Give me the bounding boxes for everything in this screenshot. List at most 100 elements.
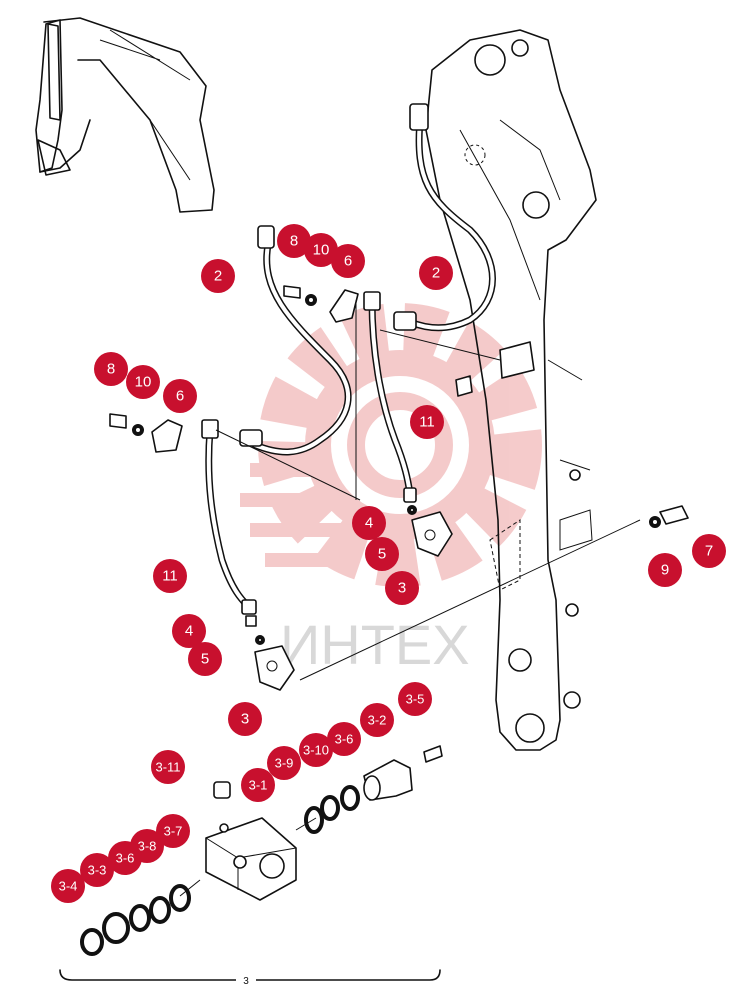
callout-label: 8 <box>107 361 115 378</box>
callout-11: 11 <box>153 559 187 593</box>
block-right <box>407 505 453 557</box>
callout-marker <box>163 379 197 413</box>
callout-marker <box>80 853 114 887</box>
callout-marker <box>126 365 160 399</box>
callout-label: 4 <box>365 515 373 532</box>
callout-5: 5 <box>188 642 222 676</box>
callout-3-9: 3-9 <box>267 746 301 780</box>
callout-marker <box>156 814 190 848</box>
callout-4: 4 <box>172 614 206 648</box>
callout-marker <box>648 553 682 587</box>
pipe-right <box>363 291 417 503</box>
callout-label: 3-1 <box>249 778 268 793</box>
callout-marker <box>385 571 419 605</box>
callout-marker <box>277 224 311 258</box>
callout-10: 10 <box>304 233 338 267</box>
callout-label: 2 <box>432 265 440 282</box>
callout-label: 10 <box>313 242 330 259</box>
callout-3: 3 <box>385 571 419 605</box>
pipe-left <box>201 419 257 615</box>
callout-marker <box>153 559 187 593</box>
excavator-thumbnail <box>35 17 215 213</box>
callout-3-4: 3-4 <box>51 869 85 903</box>
callout-label: 3-11 <box>155 760 180 775</box>
callout-marker <box>108 841 142 875</box>
dimension-bracket <box>59 969 441 986</box>
callout-marker <box>398 682 432 716</box>
callout-label: 3 <box>241 711 249 728</box>
callout-marker <box>331 244 365 278</box>
callout-label: 9 <box>661 562 669 579</box>
callout-marker <box>51 869 85 903</box>
callout-3-5: 3-5 <box>398 682 432 716</box>
callout-marker <box>267 746 301 780</box>
callout-label: 3-5 <box>406 692 425 707</box>
clamp-upper <box>283 285 359 323</box>
callout-marker <box>228 702 262 736</box>
callout-3-3: 3-3 <box>80 853 114 887</box>
block-assembly <box>80 745 443 956</box>
callout-10: 10 <box>126 365 160 399</box>
callout-marker <box>365 537 399 571</box>
callout-marker <box>299 733 333 767</box>
callouts: 28106281061145311453973-53-23-63-103-93-… <box>51 224 726 903</box>
callout-label: 10 <box>135 374 152 391</box>
callout-label: 7 <box>705 543 713 560</box>
callout-marker <box>151 750 185 784</box>
callout-3-6: 3-6 <box>108 841 142 875</box>
callout-label: 3-8 <box>138 839 157 854</box>
assembly-lines <box>215 300 641 681</box>
callout-3: 3 <box>228 702 262 736</box>
callout-marker <box>419 256 453 290</box>
callout-3-10: 3-10 <box>299 733 333 767</box>
callout-label: 2 <box>214 268 222 285</box>
callout-11: 11 <box>410 405 444 439</box>
callout-3-1: 3-1 <box>241 768 275 802</box>
callout-marker <box>352 506 386 540</box>
callout-marker <box>172 614 206 648</box>
boom-arm <box>425 29 597 751</box>
callout-marker <box>304 233 338 267</box>
callout-6: 6 <box>163 379 197 413</box>
callout-marker <box>201 259 235 293</box>
callout-3-6: 3-6 <box>327 722 361 756</box>
callout-label: 3-6 <box>335 732 354 747</box>
callout-label: 8 <box>290 233 298 250</box>
callout-6: 6 <box>331 244 365 278</box>
callout-marker <box>410 405 444 439</box>
callout-label: 4 <box>185 623 193 640</box>
hose-upper-right <box>393 103 496 332</box>
callout-label: 11 <box>162 568 178 585</box>
callout-marker <box>241 768 275 802</box>
callout-3-7: 3-7 <box>156 814 190 848</box>
callout-marker <box>360 703 394 737</box>
callout-marker <box>327 722 361 756</box>
callout-label: 3-9 <box>275 756 294 771</box>
callout-label: 3-3 <box>88 863 107 878</box>
bolt-right <box>649 505 689 528</box>
callout-5: 5 <box>365 537 399 571</box>
callout-marker <box>188 642 222 676</box>
callout-label: 5 <box>378 546 386 563</box>
callout-label: 3 <box>398 580 406 597</box>
callout-9: 9 <box>648 553 682 587</box>
callout-marker <box>692 534 726 568</box>
callout-label: 6 <box>344 253 352 270</box>
dimension-label: 3 <box>243 976 249 987</box>
callout-label: 6 <box>176 388 184 405</box>
callout-label: 3-6 <box>116 851 135 866</box>
callout-8: 8 <box>94 352 128 386</box>
hose-upper-left <box>239 225 352 456</box>
clamp-left <box>109 413 183 453</box>
callout-2: 2 <box>201 259 235 293</box>
callout-marker <box>94 352 128 386</box>
callout-label: 5 <box>201 651 209 668</box>
callout-8: 8 <box>277 224 311 258</box>
block-left <box>245 615 295 691</box>
callout-3-2: 3-2 <box>360 703 394 737</box>
callout-label: 3-10 <box>303 743 329 758</box>
callout-4: 4 <box>352 506 386 540</box>
callout-label: 3-4 <box>59 879 78 894</box>
callout-2: 2 <box>419 256 453 290</box>
